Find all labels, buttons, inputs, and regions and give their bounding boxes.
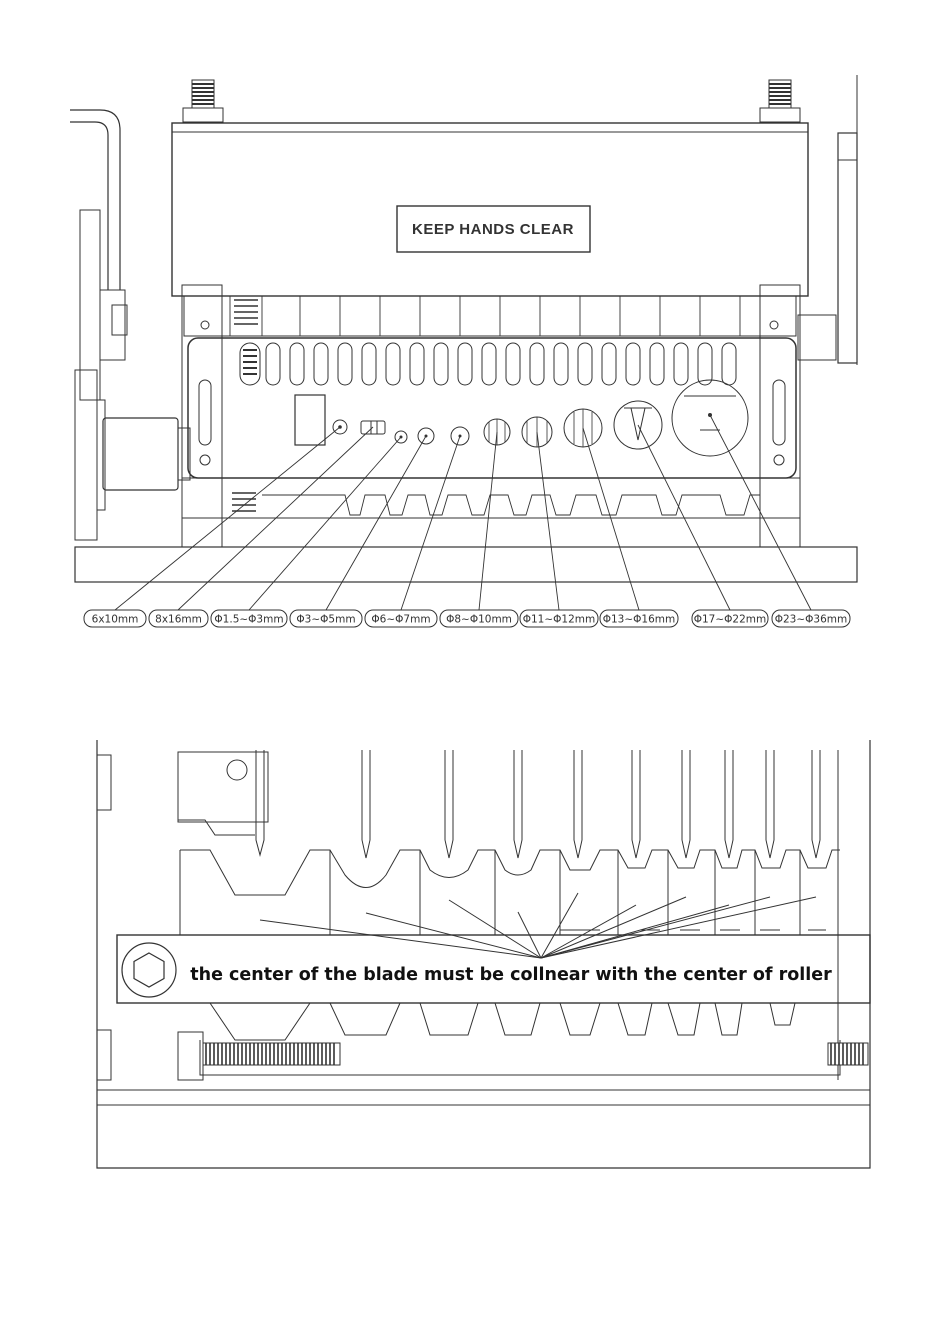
size-label-8: Φ13~Φ16mm xyxy=(600,610,678,627)
size-label-10: Φ23~Φ36mm xyxy=(772,610,850,627)
blades xyxy=(256,750,820,858)
svg-text:8x16mm: 8x16mm xyxy=(155,614,202,626)
upper-roller-ribs xyxy=(230,296,740,336)
size-label-1: 6x10mm xyxy=(84,610,146,627)
left-stud xyxy=(183,80,223,122)
size-label-7: Φ11~Φ12mm xyxy=(520,610,598,627)
bottom-blade-roller-drawing: the center of the blade must be collnear… xyxy=(97,740,870,1168)
svg-text:Φ11~Φ12mm: Φ11~Φ12mm xyxy=(523,614,596,626)
alignment-caption: the center of the blade must be collnear… xyxy=(190,965,832,985)
size-label-9: Φ17~Φ22mm xyxy=(692,610,768,627)
size-label-4: Φ3~Φ5mm xyxy=(290,610,362,627)
warning-sign: KEEP HANDS CLEAR xyxy=(397,206,590,252)
hex-bolt-icon xyxy=(122,943,176,997)
svg-text:Φ1.5~Φ3mm: Φ1.5~Φ3mm xyxy=(214,614,283,626)
size-label-6: Φ8~Φ10mm xyxy=(440,610,518,627)
svg-text:6x10mm: 6x10mm xyxy=(92,614,139,626)
svg-text:Φ17~Φ22mm: Φ17~Φ22mm xyxy=(694,614,767,626)
threaded-rods xyxy=(178,1032,868,1080)
size-label-5: Φ6~Φ7mm xyxy=(365,610,437,627)
size-callouts: 6x10mm 8x16mm Φ1.5~Φ3mm Φ3~Φ5mm Φ6~Φ7mm … xyxy=(84,610,850,627)
warning-sign-text: KEEP HANDS CLEAR xyxy=(412,221,574,238)
size-label-3: Φ1.5~Φ3mm xyxy=(211,610,287,627)
svg-text:Φ23~Φ36mm: Φ23~Φ36mm xyxy=(775,614,848,626)
svg-text:Φ13~Φ16mm: Φ13~Φ16mm xyxy=(603,614,676,626)
svg-text:Φ6~Φ7mm: Φ6~Φ7mm xyxy=(371,614,430,626)
top-machine-drawing: KEEP HANDS CLEAR xyxy=(70,75,857,582)
svg-text:Φ8~Φ10mm: Φ8~Φ10mm xyxy=(446,614,512,626)
ventilation-slots xyxy=(240,343,736,385)
pointer-lines xyxy=(260,893,816,958)
right-stud xyxy=(760,80,800,122)
stripping-holes xyxy=(295,380,748,456)
size-label-2: 8x16mm xyxy=(149,610,208,627)
svg-text:Φ3~Φ5mm: Φ3~Φ5mm xyxy=(296,614,355,626)
